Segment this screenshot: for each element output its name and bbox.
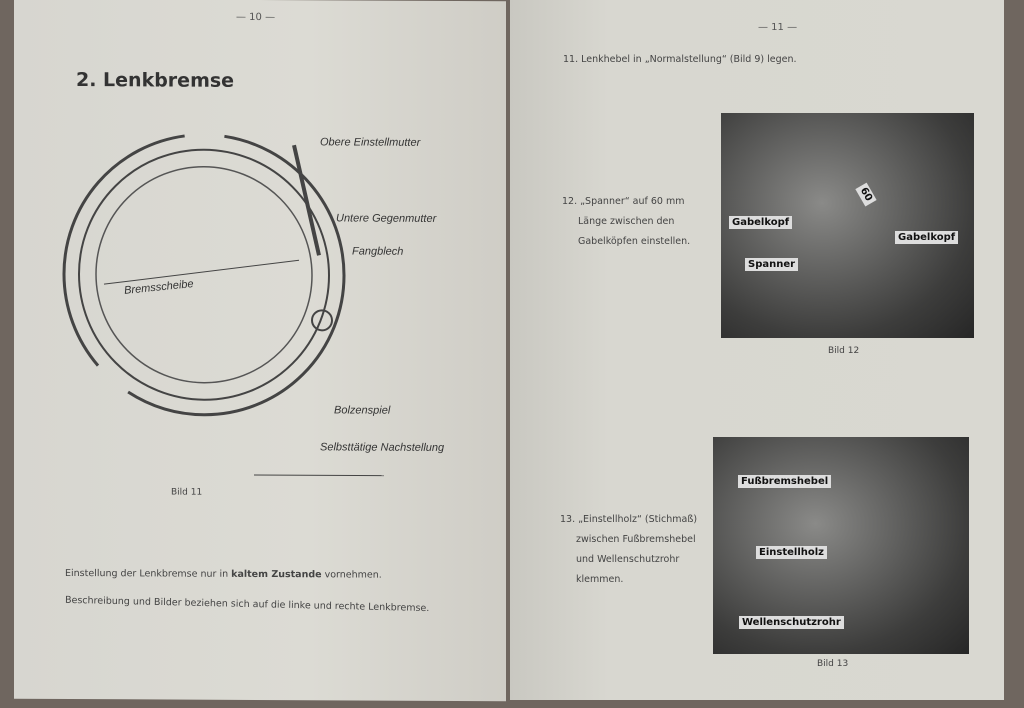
figure-caption: Bild 12 [828, 346, 860, 356]
step-11: 11. Lenkhebel in „Normalstellung“ (Bild … [563, 54, 797, 65]
right-page: — 11 — 11. Lenkhebel in „Normalstellung“… [510, 0, 1004, 700]
diagram-label: Untere Gegenmutter [336, 212, 437, 225]
diagram-label: Bolzenspiel [334, 404, 391, 417]
photo-label: Gabelkopf [895, 231, 959, 244]
paragraph: Einstellung der Lenkbremse nur in kaltem… [65, 567, 382, 581]
left-page: — 10 — 2. Lenkbremse Obere Einstellmutte… [14, 0, 506, 702]
photo-label: Gabelkopf [729, 216, 793, 229]
diagram-label: Selbsttätige Nachstellung [320, 441, 445, 454]
photo-label: Fußbremshebel [738, 475, 832, 488]
figure-caption: Bild 11 [171, 487, 203, 498]
diagram-label: Obere Einstellmutter [320, 136, 421, 149]
figure-caption: Bild 13 [817, 659, 849, 669]
page-number: — 11 — [758, 22, 798, 33]
paragraph: Beschreibung und Bilder beziehen sich au… [64, 594, 430, 615]
photo-label: Wellenschutzrohr [739, 616, 844, 629]
photo-bild-13: Fußbremshebel Einstellholz Wellenschutzr… [713, 437, 969, 654]
page-heading: 2. Lenkbremse [76, 69, 235, 92]
photo-label: Spanner [745, 258, 799, 271]
photo-bild-12: Gabelkopf Gabelkopf Spanner 60 [721, 113, 974, 338]
step-13: 13. „Einstellholz“ (Stichmaß)zwischen Fu… [560, 514, 698, 585]
brake-diagram [62, 133, 384, 477]
diagram-label: Fangblech [352, 245, 404, 258]
page-number: — 10 — [236, 11, 276, 24]
photo-label: Einstellholz [756, 546, 827, 559]
photo-label: 60 [855, 182, 877, 207]
